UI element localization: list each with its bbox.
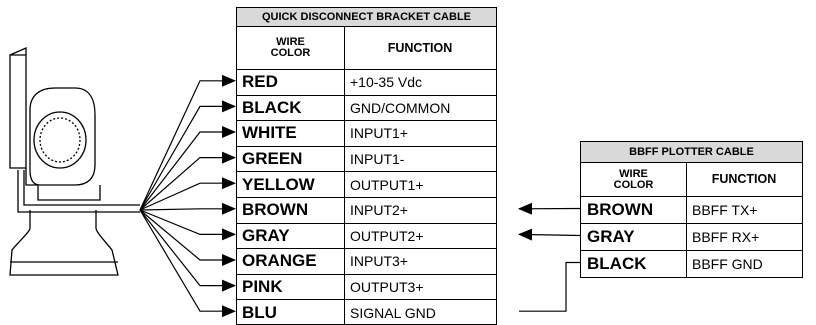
table-row: RED +10-35 Vdc [237,69,496,95]
connection-line [519,261,580,312]
function-cell: BBFF TX+ [692,202,758,218]
transducer-neck [37,185,101,201]
mount-ring [33,111,87,169]
wire-lead [139,151,236,211]
column-divider [344,223,345,249]
wire-color-cell: WHITE [242,123,297,143]
connection-line [518,228,581,241]
table-row: ORANGE INPUT3+ [237,248,496,274]
column-divider [344,274,345,300]
wire-color-cell: YELLOW [242,174,315,194]
quick-disconnect-cable-table: QUICK DISCONNECT BRACKET CABLE WIRE COLO… [236,7,497,325]
wire-lead [139,100,236,211]
table-row: WHITE INPUT1+ [237,120,496,146]
wire-lead [139,209,236,241]
transducer-cable-sheath [17,170,140,213]
function-cell: INPUT1- [350,151,405,168]
function-cell: INPUT1+ [350,125,408,142]
wire-color-cell: GRAY [242,225,290,245]
wire-lead [139,209,236,292]
column-divider [344,249,345,274]
wire-color-cell: ORANGE [242,251,317,271]
mount-body [29,87,96,186]
table-row: BLACK BBFF GND [581,250,802,277]
table-row: GREEN INPUT1- [237,145,496,172]
wire-color-cell: GRAY [587,227,635,246]
column-divider [344,146,345,172]
wire-lead [139,126,236,211]
function-cell: BBFF GND [692,256,763,272]
table-connections [518,202,581,312]
wire-color-cell: BROWN [242,200,309,220]
column-divider [344,198,345,223]
fan-out-wires [139,74,236,318]
bracket-top [9,47,27,56]
column-divider [344,121,345,146]
wire-color-cell: BROWN [587,200,654,219]
wire-color-cell: PINK [242,277,283,297]
table-row: BROWN INPUT2+ [237,197,496,223]
wire-color-cell: RED [242,72,278,92]
bbff-plotter-cable-table: BBFF PLOTTER CABLE WIRE COLOR FUNCTION B… [580,141,803,278]
table-row: BROWN BBFF TX+ [581,196,802,223]
wire-color-header: WIRE COLOR [270,36,311,59]
column-divider [686,197,687,223]
wire-color-cell: BLU [242,302,277,322]
transducer-bracket-illustration [9,47,140,276]
function-header: FUNCTION [387,40,453,55]
column-divider [344,70,345,95]
table-row: BLACK GND/COMMON [237,94,496,121]
wire-color-cell: GREEN [242,149,303,169]
function-cell: OUTPUT3+ [350,279,424,296]
table-row: GRAY BBFF RX+ [581,223,802,250]
column-divider [344,172,345,197]
column-divider [344,95,345,121]
table-row: GRAY OUTPUT2+ [237,222,496,249]
transducer-housing [9,210,119,276]
wire-lead [139,177,236,211]
function-cell: SIGNAL GND [350,304,436,321]
wire-color-cell: BLACK [587,254,647,273]
wire-lead [139,202,236,215]
function-cell: INPUT2+ [350,202,408,219]
column-divider [686,251,687,277]
function-cell: BBFF RX+ [692,229,760,245]
table-row: BLU SIGNAL GND [237,299,496,325]
bracket-plate [9,54,27,169]
bracket-arm [25,168,38,186]
wire-lead [139,209,236,318]
table-row: YELLOW OUTPUT1+ [237,171,496,197]
table-title: QUICK DISCONNECT BRACKET CABLE [237,8,496,27]
table-title: BBFF PLOTTER CABLE [581,142,802,163]
function-header: FUNCTION [711,172,777,187]
wire-lead [139,209,236,266]
column-divider [344,300,345,325]
function-cell: INPUT3+ [350,253,408,270]
wire-lead [139,74,236,211]
function-cell: GND/COMMON [350,99,451,116]
column-divider [686,224,687,250]
function-cell: OUTPUT1+ [350,176,424,193]
wire-color-header: WIRE COLOR [613,167,654,191]
function-cell: +10-35 Vdc [350,74,422,91]
function-cell: OUTPUT2+ [350,227,424,244]
table-row: PINK OUTPUT3+ [237,273,496,300]
wire-color-cell: BLACK [242,97,302,117]
